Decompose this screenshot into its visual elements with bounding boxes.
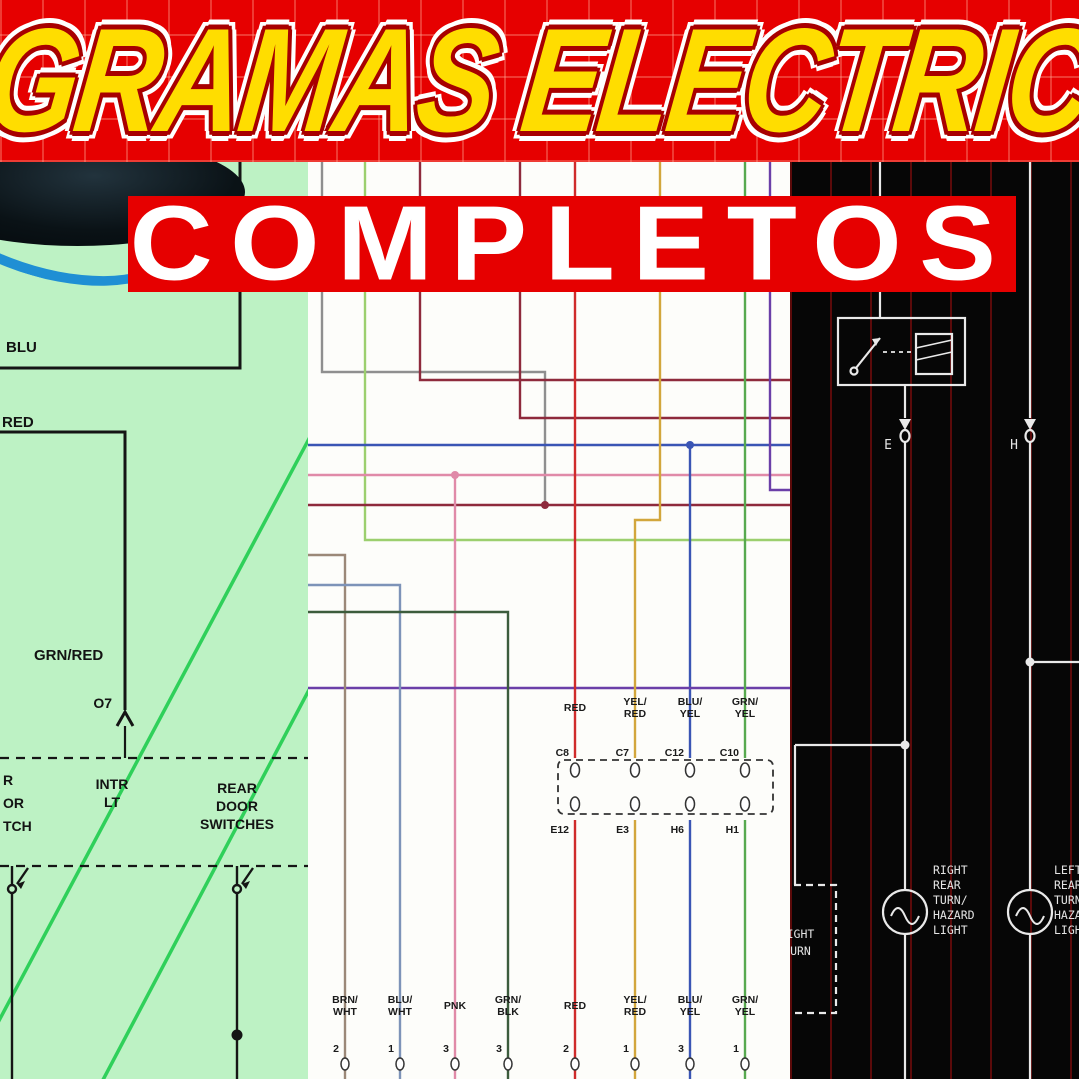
- left-wiring-diagram: BLU RED GRN/RED O7 INTR LT REAR DOOR SWI…: [0, 150, 308, 1079]
- pin-number-5: 2: [563, 1043, 569, 1055]
- intr-lt-label-line1: INTR: [96, 776, 129, 792]
- green-diagonal-lines: [0, 436, 308, 1079]
- wire-label-grn-red: GRN/RED: [34, 647, 103, 664]
- pin-label-h: H: [1010, 438, 1018, 453]
- left-lamp-label-5: LIGHT: [1054, 923, 1079, 937]
- pin-number-4: 3: [496, 1043, 502, 1055]
- middle-wiring-diagram: RED YEL/ RED BLU/ YEL GRN/ YEL C8 C7 C12…: [308, 150, 790, 1079]
- wire-label-bot-2a: BLU/: [388, 994, 413, 1006]
- wire-label-bot-4a: GRN/: [495, 994, 521, 1006]
- left-lamp-label-2: REAR: [1054, 878, 1079, 892]
- left-rear-lamp-symbol: [1006, 888, 1054, 936]
- pin-label-e3: E3: [616, 824, 629, 836]
- wire-label-bot-7b: YEL: [680, 1006, 701, 1018]
- right-diagram-labels: E H RIGHT REAR TURN/ HAZARD LIGHT LEFT R…: [790, 438, 1079, 958]
- pin-number-6: 1: [623, 1043, 629, 1055]
- left-diagram-labels: BLU RED GRN/RED O7 INTR LT REAR DOOR SWI…: [2, 339, 274, 834]
- pin-label-h1: H1: [726, 824, 740, 836]
- wire-label-top-1: RED: [564, 702, 587, 714]
- left-lamp-label-3: TURN/: [1054, 893, 1079, 907]
- pin-number-1: 2: [333, 1043, 339, 1055]
- wire-label-bot-1b: WHT: [333, 1006, 357, 1018]
- wire-label-blu: BLU: [6, 339, 37, 356]
- wire-label-bot-4b: BLK: [497, 1006, 519, 1018]
- rear-door-switches-line2: DOOR: [216, 798, 258, 814]
- middle-wire-lines: [308, 150, 790, 1079]
- left-lamp-label-1: LEFT: [1054, 863, 1079, 877]
- subtitle-banner: COMPLETOS: [128, 191, 1016, 297]
- wire-label-top-3b: YEL: [680, 708, 701, 720]
- dashed-boundary-lines: [0, 756, 308, 868]
- wire-label-bot-1a: BRN/: [332, 994, 358, 1006]
- pin-label-e: E: [884, 438, 892, 453]
- left-lamp-label-4: HAZARD: [1054, 908, 1079, 922]
- pin-label-e12: E12: [550, 824, 569, 836]
- wire-label-bot-6b: RED: [624, 1006, 647, 1018]
- wire-label-bot-3: PNK: [444, 1000, 467, 1012]
- wire-label-top-3a: BLU/: [678, 696, 703, 708]
- connector-label-o7: O7: [93, 695, 112, 711]
- right-lamp-label-4: HAZARD: [933, 908, 975, 922]
- wire-label-bot-7a: BLU/: [678, 994, 703, 1006]
- right-lamp-label-2: REAR: [933, 878, 961, 892]
- door-switch-symbols: [6, 866, 254, 1079]
- clipped-label-fragment-3: TCH: [3, 818, 32, 834]
- clipped-label-fragment-2: OR: [3, 795, 24, 811]
- intr-lt-label-line2: LT: [104, 794, 121, 810]
- pin-label-c7: C7: [616, 747, 630, 759]
- wire-label-bot-2b: WHT: [388, 1006, 412, 1018]
- right-lamp-label-3: TURN/: [933, 893, 968, 907]
- right-rear-lamp-symbol: [881, 888, 929, 936]
- right-lamp-label-5: LIGHT: [933, 923, 968, 937]
- turn-box-label-1: RIGHT: [790, 927, 814, 941]
- bottom-connector-nubs: [340, 1057, 750, 1071]
- middle-connector-block: [557, 759, 774, 815]
- subtitle-text: COMPLETOS: [130, 185, 1014, 303]
- banner-title-text: GRAMAS ELECTRIC: [0, 0, 1079, 162]
- pin-number-7: 3: [678, 1043, 684, 1055]
- middle-junction-dots: [451, 441, 694, 509]
- turn-box-label-2: TURN: [790, 944, 811, 958]
- pin-label-h6: H6: [671, 824, 685, 836]
- wire-label-bot-8a: GRN/: [732, 994, 758, 1006]
- connector-pin-ovals: [569, 762, 751, 812]
- wire-label-top-2b: RED: [624, 708, 647, 720]
- clipped-label-fragment-1: R: [3, 772, 13, 788]
- middle-diagram-labels: RED YEL/ RED BLU/ YEL GRN/ YEL C8 C7 C12…: [332, 696, 758, 1055]
- right-lamp-label-1: RIGHT: [933, 863, 968, 877]
- wire-label-bot-6a: YEL/: [623, 994, 646, 1006]
- pin-number-2: 1: [388, 1043, 394, 1055]
- pin-number-3: 3: [443, 1043, 449, 1055]
- wire-label-top-4a: GRN/: [732, 696, 758, 708]
- pin-label-c10: C10: [720, 747, 739, 759]
- pin-label-c8: C8: [556, 747, 570, 759]
- wire-label-bot-5: RED: [564, 1000, 587, 1012]
- wire-label-bot-8b: YEL: [735, 1006, 756, 1018]
- rear-door-switches-line1: REAR: [217, 780, 257, 796]
- wire-label-top-2a: YEL/: [623, 696, 646, 708]
- wire-label-red: RED: [2, 414, 34, 431]
- title-banner: GRAMAS ELECTRIC: [0, 0, 1079, 162]
- rear-door-switches-line3: SWITCHES: [200, 816, 274, 832]
- wire-label-top-4b: YEL: [735, 708, 756, 720]
- pin-number-8: 1: [733, 1043, 739, 1055]
- pin-label-c12: C12: [665, 747, 684, 759]
